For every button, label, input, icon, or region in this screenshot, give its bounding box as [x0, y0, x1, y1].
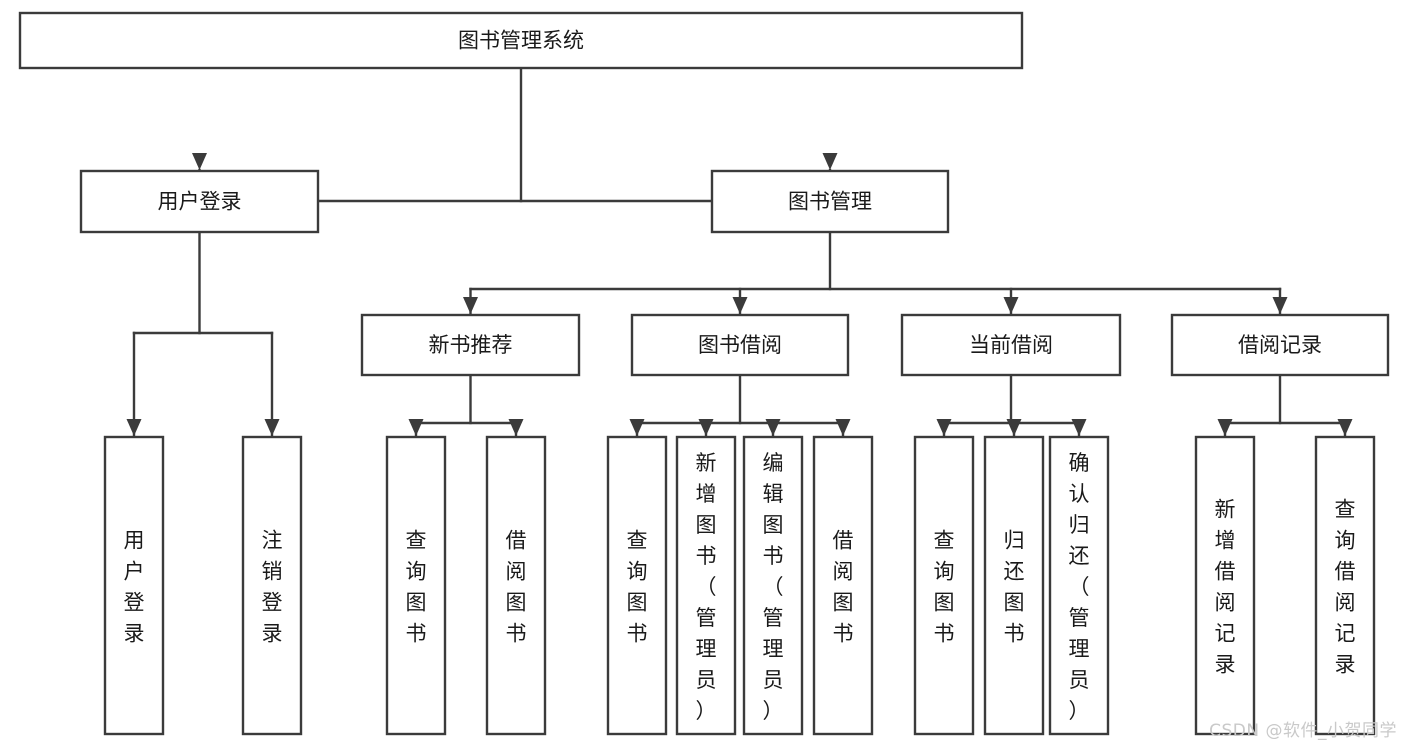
node-current-borrow[interactable]: 当前借阅: [900, 313, 1122, 377]
node-box[interactable]: [1048, 435, 1110, 736]
arrow-head-icon: [732, 297, 748, 314]
node-label: 新增图书（管理员）: [696, 451, 717, 723]
node-box[interactable]: [241, 435, 303, 736]
node-label: 图书借阅: [698, 333, 782, 357]
node-leaf-borrow-book[interactable]: 借阅图书: [812, 435, 874, 736]
connector-lines-layer: [126, 66, 1353, 438]
arrow-head-icon: [1003, 297, 1019, 314]
node-label: 借阅图书: [833, 529, 854, 646]
node-box[interactable]: [710, 169, 950, 234]
node-leaf-add-book[interactable]: 新增图书（管理员）: [675, 435, 737, 736]
node-label: 新书推荐: [429, 333, 513, 357]
node-book-borrow[interactable]: 图书借阅: [630, 313, 850, 377]
arrow-head-icon: [1071, 419, 1087, 436]
arrow-head-icon: [264, 419, 280, 436]
arrow-head-icon: [508, 419, 524, 436]
node-leaf-borrow-book-new[interactable]: 借阅图书: [485, 435, 547, 736]
node-box[interactable]: [606, 435, 668, 736]
node-box[interactable]: [360, 313, 581, 377]
node-label: 查询图书: [934, 529, 955, 646]
node-label: 借阅记录: [1238, 333, 1322, 357]
node-label: 图书管理系统: [458, 29, 584, 53]
node-leaf-query-book-new[interactable]: 查询图书: [385, 435, 447, 736]
node-box[interactable]: [103, 435, 165, 736]
arrow-head-icon: [822, 153, 838, 170]
node-label: 借阅图书: [506, 529, 527, 646]
node-leaf-add-record[interactable]: 新增借阅记录: [1194, 435, 1256, 736]
arrow-head-icon: [698, 419, 714, 436]
node-box[interactable]: [913, 435, 975, 736]
node-user-login[interactable]: 用户登录: [79, 169, 320, 234]
node-box[interactable]: [1170, 313, 1390, 377]
node-box[interactable]: [385, 435, 447, 736]
node-label: 查询借阅记录: [1335, 498, 1356, 677]
node-label: 用户登录: [158, 190, 242, 214]
node-label: 编辑图书（管理员）: [763, 451, 784, 723]
node-root[interactable]: 图书管理系统: [18, 11, 1024, 70]
node-label: 用户登录: [124, 529, 145, 646]
arrow-head-icon: [835, 419, 851, 436]
node-leaf-user-login[interactable]: 用户登录: [103, 435, 165, 736]
arrow-head-icon: [1006, 419, 1022, 436]
arrow-head-icon: [408, 419, 424, 436]
node-box[interactable]: [1314, 435, 1376, 736]
node-label: 当前借阅: [969, 333, 1053, 357]
node-box[interactable]: [675, 435, 737, 736]
node-box[interactable]: [983, 435, 1045, 736]
arrow-head-icon: [1217, 419, 1233, 436]
node-leaf-return-book[interactable]: 归还图书: [983, 435, 1045, 736]
node-box[interactable]: [900, 313, 1122, 377]
node-label: 确认归还（管理员）: [1069, 451, 1090, 723]
arrow-head-icon: [1272, 297, 1288, 314]
arrow-head-icon: [1337, 419, 1353, 436]
node-borrow-record[interactable]: 借阅记录: [1170, 313, 1390, 377]
node-leaf-confirm-return[interactable]: 确认归还（管理员）: [1048, 435, 1110, 736]
node-label: 查询图书: [627, 529, 648, 646]
arrow-head-icon: [126, 419, 142, 436]
node-box[interactable]: [79, 169, 320, 234]
arrow-head-icon: [192, 153, 207, 170]
node-box[interactable]: [1194, 435, 1256, 736]
nodes-layer: 图书管理系统用户登录图书管理新书推荐图书借阅当前借阅借阅记录用户登录注销登录查询…: [18, 11, 1390, 736]
node-new-book-recommend[interactable]: 新书推荐: [360, 313, 581, 377]
node-box[interactable]: [812, 435, 874, 736]
node-leaf-query-book-current[interactable]: 查询图书: [913, 435, 975, 736]
node-label: 新增借阅记录: [1215, 498, 1236, 677]
arrow-head-icon: [765, 419, 781, 436]
node-label: 图书管理: [788, 190, 872, 214]
node-box[interactable]: [742, 435, 804, 736]
node-box[interactable]: [485, 435, 547, 736]
csdn-watermark: CSDN @软件_小贺同学: [1209, 721, 1397, 741]
node-box[interactable]: [630, 313, 850, 377]
node-box[interactable]: [18, 11, 1024, 70]
arrow-head-icon: [629, 419, 645, 436]
arrow-head-icon: [936, 419, 952, 436]
node-leaf-edit-book[interactable]: 编辑图书（管理员）: [742, 435, 804, 736]
node-book-manage[interactable]: 图书管理: [710, 169, 950, 234]
node-label: 归还图书: [1004, 529, 1025, 646]
node-label: 注销登录: [262, 529, 283, 646]
node-label: 查询图书: [406, 529, 427, 646]
node-leaf-logout[interactable]: 注销登录: [241, 435, 303, 736]
node-leaf-query-record[interactable]: 查询借阅记录: [1314, 435, 1376, 736]
node-leaf-query-book-borrow[interactable]: 查询图书: [606, 435, 668, 736]
arrow-head-icon: [463, 297, 478, 314]
